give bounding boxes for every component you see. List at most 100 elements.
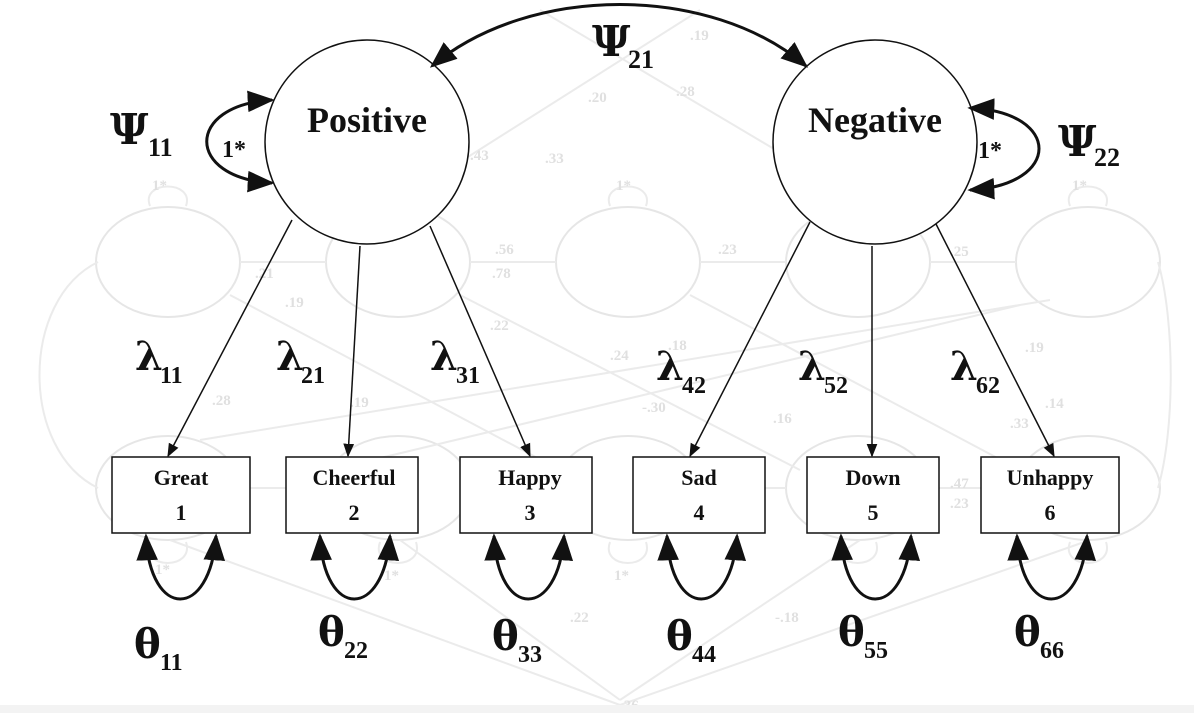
background-model (38, 9, 1172, 706)
psi21-label: Ψ 21 (592, 17, 654, 74)
positive-variance-loop (205, 90, 275, 193)
svg-text:31: 31 (456, 363, 480, 389)
lambda11-label: λ 11 (135, 333, 183, 389)
psi22-label: Ψ 22 (1058, 117, 1120, 172)
negative-variance-loop (967, 98, 1041, 200)
bg-label: .33 (1010, 416, 1029, 432)
theta22-label: θ 22 (318, 609, 368, 664)
bg-label: -.18 (775, 610, 799, 626)
bg-label: .78 (492, 266, 511, 282)
svg-text:Sad: Sad (681, 465, 716, 490)
svg-text:11: 11 (160, 650, 183, 676)
svg-text:1: 1 (176, 500, 187, 525)
svg-text:θ: θ (1014, 609, 1041, 656)
svg-text:55: 55 (864, 638, 888, 664)
bg-label: 1* (384, 568, 399, 584)
svg-text:52: 52 (824, 373, 848, 399)
svg-text:Ψ: Ψ (110, 105, 149, 154)
svg-text:22: 22 (1094, 143, 1120, 172)
bg-label: .19 (690, 28, 709, 44)
bg-label: .18 (668, 338, 687, 354)
latent-label: Negative (808, 100, 942, 140)
svg-text:θ: θ (838, 609, 865, 656)
lambda42-label: λ 42 (656, 343, 706, 399)
bg-label: .47 (950, 476, 969, 492)
residual-variance-loops (136, 533, 1097, 601)
indicator-happy: Happy 3 (459, 456, 593, 534)
svg-text:Ψ: Ψ (592, 17, 631, 66)
bg-label: .23 (718, 242, 737, 258)
bg-label: .20 (588, 90, 607, 106)
theta55-label: θ 55 (838, 609, 888, 664)
bg-label: .22 (490, 318, 509, 334)
svg-text:Unhappy: Unhappy (1007, 465, 1094, 490)
bg-label: .28 (212, 393, 231, 409)
svg-text:2: 2 (349, 500, 360, 525)
svg-text:Great: Great (154, 465, 209, 490)
svg-text:Ψ: Ψ (1058, 117, 1097, 166)
bg-label: 1* (152, 178, 167, 194)
bottom-divider (0, 705, 1194, 713)
bg-label: 1* (155, 562, 170, 578)
lambda31-label: λ 31 (430, 333, 480, 389)
latent-positive: Positive (264, 39, 470, 245)
svg-text:λ: λ (656, 343, 684, 390)
bg-label: 1* (616, 178, 631, 194)
bg-label: .16 (773, 411, 792, 427)
theta44-label: θ 44 (666, 613, 716, 668)
bg-label: .19 (1025, 340, 1044, 356)
theta66-label: θ 66 (1014, 609, 1064, 664)
bg-label: .24 (610, 348, 629, 364)
bg-label: 1* (1072, 178, 1087, 194)
bg-label: .23 (950, 496, 969, 512)
svg-text:θ: θ (318, 609, 345, 656)
svg-text:21: 21 (301, 363, 325, 389)
bg-label: .19 (350, 395, 369, 411)
svg-text:22: 22 (344, 638, 368, 664)
bg-label: .22 (570, 610, 589, 626)
svg-text:θ: θ (492, 613, 519, 660)
svg-text:Cheerful: Cheerful (312, 465, 395, 490)
lambda62-label: λ 62 (950, 343, 1000, 399)
bg-label: .25 (950, 244, 969, 260)
svg-text:Happy: Happy (498, 465, 562, 490)
svg-text:θ: θ (666, 613, 693, 660)
svg-text:44: 44 (692, 642, 716, 668)
bg-label: -.30 (642, 400, 666, 416)
psi11-label: Ψ 11 (110, 105, 173, 162)
indicator-cheerful: Cheerful 2 (285, 456, 419, 534)
svg-text:6: 6 (1045, 500, 1056, 525)
positive-fixed-variance: 1* (222, 137, 246, 163)
bg-label: .14 (1045, 396, 1064, 412)
factor-covariance-arc (429, 3, 809, 68)
svg-text:3: 3 (525, 500, 536, 525)
background-value-labels: .19 .20 .28 .43 .33 1* 1* 1* .56 .78 .23… (152, 28, 1087, 713)
negative-fixed-variance: 1* (978, 138, 1002, 164)
bg-label: .33 (545, 151, 564, 167)
svg-text:42: 42 (682, 373, 706, 399)
svg-text:λ: λ (135, 333, 163, 380)
svg-text:λ: λ (798, 343, 826, 390)
svg-text:66: 66 (1040, 638, 1064, 664)
indicator-great: Great 1 (111, 456, 251, 534)
svg-text:33: 33 (518, 642, 542, 668)
svg-text:11: 11 (160, 363, 183, 389)
lambda52-label: λ 52 (798, 343, 848, 399)
theta11-label: θ 11 (134, 621, 183, 676)
theta33-label: θ 33 (492, 613, 542, 668)
indicator-down: Down 5 (806, 456, 940, 534)
latent-label: Positive (307, 100, 427, 140)
lambda21-label: λ 21 (276, 333, 325, 389)
svg-text:11: 11 (148, 133, 173, 162)
bg-label: 1* (614, 568, 629, 584)
indicator-unhappy: Unhappy 6 (980, 456, 1120, 534)
svg-text:Down: Down (845, 465, 900, 490)
svg-text:λ: λ (276, 333, 304, 380)
factor-loadings (167, 219, 1055, 458)
bg-label: .28 (676, 84, 695, 100)
svg-text:5: 5 (868, 500, 879, 525)
bg-label: .19 (285, 295, 304, 311)
bg-label: .56 (495, 242, 514, 258)
svg-text:4: 4 (694, 500, 705, 525)
